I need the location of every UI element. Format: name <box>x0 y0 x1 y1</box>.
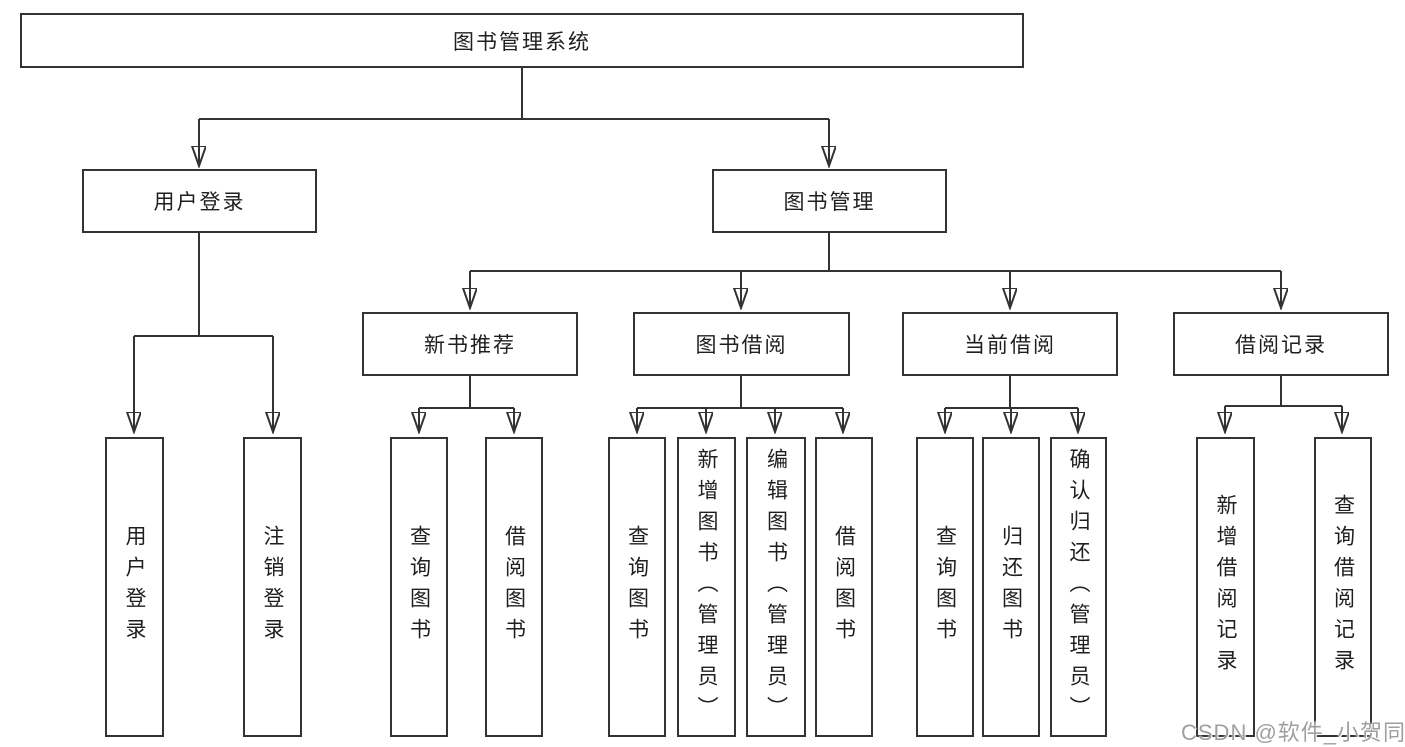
node-leaf-logout: 注销登录 <box>243 437 302 737</box>
connector <box>419 376 514 409</box>
node-leaf-confirm-return-label: 确认归还（管理员） <box>1067 447 1090 727</box>
connector <box>199 68 829 120</box>
node-new-book-rec: 新书推荐 <box>362 312 578 376</box>
node-leaf-query-borrow-record: 查询借阅记录 <box>1314 437 1372 737</box>
connector <box>134 233 273 337</box>
node-borrow-records-label: 借阅记录 <box>1235 334 1327 357</box>
node-leaf-borrow-book-1-label: 借阅图书 <box>502 525 526 649</box>
node-leaf-borrow-book-2-label: 借阅图书 <box>832 525 856 649</box>
node-root-label: 图书管理系统 <box>453 30 591 54</box>
node-book-mgmt: 图书管理 <box>712 169 947 233</box>
watermark: CSDN @软件_小贺同学 <box>1181 720 1405 745</box>
node-book-borrow-label: 图书借阅 <box>695 334 788 357</box>
node-current-borrow-label: 当前借阅 <box>964 334 1056 357</box>
node-user-login: 用户登录 <box>82 169 317 233</box>
node-leaf-return-book: 归还图书 <box>982 437 1040 737</box>
node-book-borrow: 图书借阅 <box>633 312 850 376</box>
connector <box>470 233 1281 272</box>
node-leaf-add-book: 新增图书（管理员） <box>677 437 736 737</box>
node-new-book-rec-label: 新书推荐 <box>424 334 516 357</box>
node-leaf-logout-label: 注销登录 <box>261 525 284 649</box>
node-leaf-user-login: 用户登录 <box>105 437 164 737</box>
node-leaf-borrow-book-2: 借阅图书 <box>815 437 873 737</box>
node-book-mgmt-label: 图书管理 <box>783 191 876 214</box>
node-leaf-edit-book: 编辑图书（管理员） <box>746 437 806 737</box>
node-leaf-add-book-label: 新增图书（管理员） <box>695 447 718 727</box>
node-leaf-add-borrow-record-label: 新增借阅记录 <box>1214 494 1237 680</box>
connector <box>637 376 843 409</box>
connector <box>945 376 1078 409</box>
node-leaf-confirm-return: 确认归还（管理员） <box>1050 437 1107 737</box>
node-user-login-label: 用户登录 <box>153 191 246 214</box>
node-leaf-query-book-1-label: 查询图书 <box>407 525 431 649</box>
node-root: 图书管理系统 <box>20 13 1024 68</box>
node-current-borrow: 当前借阅 <box>902 312 1118 376</box>
node-leaf-edit-book-label: 编辑图书（管理员） <box>764 447 788 727</box>
node-leaf-query-book-2: 查询图书 <box>608 437 666 737</box>
connector <box>1225 376 1342 407</box>
node-leaf-user-login-label: 用户登录 <box>123 525 146 649</box>
node-leaf-return-book-label: 归还图书 <box>999 525 1023 649</box>
node-leaf-query-book-3-label: 查询图书 <box>933 525 957 649</box>
node-leaf-query-borrow-record-label: 查询借阅记录 <box>1331 494 1355 680</box>
node-leaf-borrow-book-1: 借阅图书 <box>485 437 543 737</box>
node-leaf-add-borrow-record: 新增借阅记录 <box>1196 437 1255 737</box>
node-leaf-query-book-3: 查询图书 <box>916 437 974 737</box>
node-leaf-query-book-1: 查询图书 <box>390 437 448 737</box>
node-leaf-query-book-2-label: 查询图书 <box>625 525 649 649</box>
node-borrow-records: 借阅记录 <box>1173 312 1389 376</box>
